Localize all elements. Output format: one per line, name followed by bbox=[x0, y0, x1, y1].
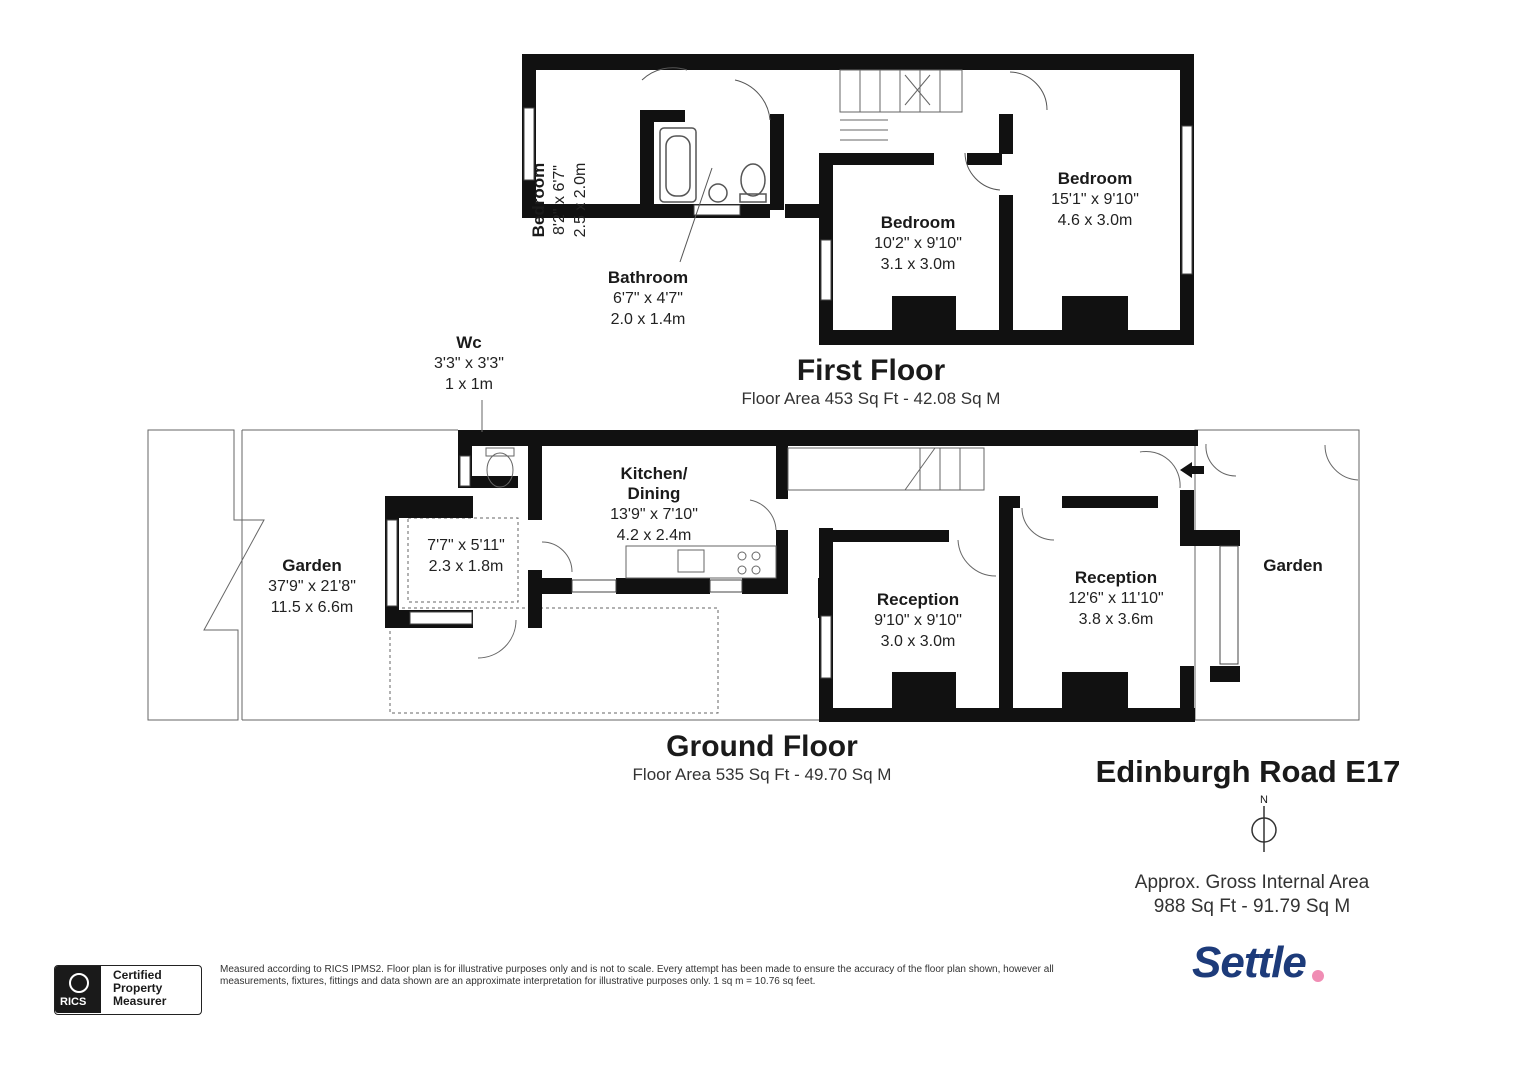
room-name: Bedroom bbox=[529, 162, 548, 238]
brand-logo-dot bbox=[1312, 970, 1324, 982]
room-dim-imperial: 3'3" x 3'3" bbox=[434, 355, 504, 372]
room-label-kitchen: Kitchen/ Dining 13'9" x 7'10" 4.2 x 2.4m bbox=[610, 464, 698, 546]
ground-floor-plan bbox=[147, 400, 1360, 722]
floor-area: Floor Area 535 Sq Ft - 49.70 Sq M bbox=[632, 765, 892, 784]
first-floor-heading: First Floor Floor Area 453 Sq Ft - 42.08… bbox=[742, 354, 1001, 410]
room-dim-metric: 3.1 x 3.0m bbox=[880, 256, 956, 273]
lion-icon bbox=[69, 973, 89, 993]
first-floor-plan bbox=[522, 54, 1194, 345]
rics-line-3: Measurer bbox=[113, 994, 167, 1008]
room-name: Garden bbox=[1263, 556, 1323, 575]
room-label-reception-large: Reception 12'6" x 11'10" 3.8 x 3.6m bbox=[1068, 568, 1163, 630]
floor-area: Floor Area 453 Sq Ft - 42.08 Sq M bbox=[741, 389, 1001, 408]
compass-north-label: N bbox=[1260, 794, 1268, 806]
floor-title: Ground Floor bbox=[666, 730, 858, 763]
room-dim-imperial: 8'2" x 6'7" bbox=[551, 165, 568, 235]
room-label-bedroom-middle: Bedroom 10'2" x 9'10" 3.1 x 3.0m bbox=[874, 213, 962, 275]
room-dim-imperial: 6'7" x 4'7" bbox=[613, 290, 683, 307]
room-dim-imperial: 13'9" x 7'10" bbox=[610, 506, 698, 523]
room-dim-imperial: 15'1" x 9'10" bbox=[1051, 191, 1139, 208]
gia-value: 988 Sq Ft - 91.79 Sq M bbox=[1153, 896, 1351, 917]
room-dim-imperial: 7'7" x 5'11" bbox=[427, 537, 505, 554]
room-label-conservatory: 7'7" x 5'11" 2.3 x 1.8m bbox=[427, 535, 505, 577]
rics-certification-text: Certified Property Measurer bbox=[113, 969, 166, 1008]
room-dim-metric: 3.8 x 3.6m bbox=[1078, 611, 1154, 628]
room-dim-metric: 2.5 x 2.0m bbox=[572, 162, 589, 238]
room-dim-imperial: 37'9" x 21'8" bbox=[268, 578, 356, 595]
room-label-bathroom: Bathroom 6'7" x 4'7" 2.0 x 1.4m bbox=[608, 268, 688, 330]
room-dim-imperial: 12'6" x 11'10" bbox=[1068, 590, 1164, 607]
room-name: Bathroom bbox=[607, 268, 689, 287]
room-dim-metric: 2.0 x 1.4m bbox=[610, 311, 686, 328]
room-dim-metric: 2.3 x 1.8m bbox=[428, 558, 504, 575]
room-dim-metric: 11.5 x 6.6m bbox=[270, 599, 354, 616]
gia-label: Approx. Gross Internal Area bbox=[1134, 872, 1370, 893]
room-name: Kitchen/ Dining bbox=[620, 464, 688, 503]
rics-line-2: Property bbox=[113, 981, 163, 995]
room-label-reception-small: Reception 9'10" x 9'10" 3.0 x 3.0m bbox=[874, 590, 962, 652]
room-label-wc: Wc 3'3" x 3'3" 1 x 1m bbox=[434, 333, 504, 395]
room-dim-imperial: 10'2" x 9'10" bbox=[874, 235, 962, 252]
rics-abbr: RICS bbox=[60, 996, 87, 1008]
rics-certified-badge: RICS Certified Property Measurer bbox=[54, 965, 202, 1015]
room-dim-imperial: 9'10" x 9'10" bbox=[874, 612, 962, 629]
room-label-bedroom-large: Bedroom 15'1" x 9'10" 4.6 x 3.0m bbox=[1051, 169, 1139, 231]
room-name: Bedroom bbox=[1057, 169, 1133, 188]
room-label-garden-rear: Garden 37'9" x 21'8" 11.5 x 6.6m bbox=[268, 556, 356, 618]
room-label-bedroom-small: Bedroom 8'2" x 6'7" 2.5 x 2.0m bbox=[529, 163, 591, 238]
gross-internal-area: Approx. Gross Internal Area 988 Sq Ft - … bbox=[1135, 871, 1369, 919]
room-dim-metric: 4.2 x 2.4m bbox=[616, 527, 692, 544]
room-dim-metric: 4.6 x 3.0m bbox=[1057, 212, 1133, 229]
disclaimer-text: Measured according to RICS IPMS2. Floor … bbox=[220, 964, 1054, 987]
room-dim-metric: 3.0 x 3.0m bbox=[880, 633, 956, 650]
room-name: Reception bbox=[1074, 568, 1158, 587]
compass bbox=[1251, 806, 1277, 852]
brand-logo: Settle bbox=[1192, 938, 1307, 987]
room-name: Wc bbox=[456, 333, 482, 352]
room-name: Bedroom bbox=[880, 213, 956, 232]
floor-title: First Floor bbox=[796, 354, 946, 387]
ground-floor-heading: Ground Floor Floor Area 535 Sq Ft - 49.7… bbox=[633, 730, 892, 786]
room-label-garden-front: Garden bbox=[1263, 556, 1323, 576]
room-dim-metric: 1 x 1m bbox=[444, 376, 494, 393]
room-name: Reception bbox=[876, 590, 960, 609]
property-address: Edinburgh Road E17 bbox=[1095, 754, 1401, 789]
room-name: Garden bbox=[282, 556, 342, 575]
rics-logo: RICS bbox=[55, 966, 101, 1013]
rics-line-1: Certified bbox=[113, 968, 162, 982]
